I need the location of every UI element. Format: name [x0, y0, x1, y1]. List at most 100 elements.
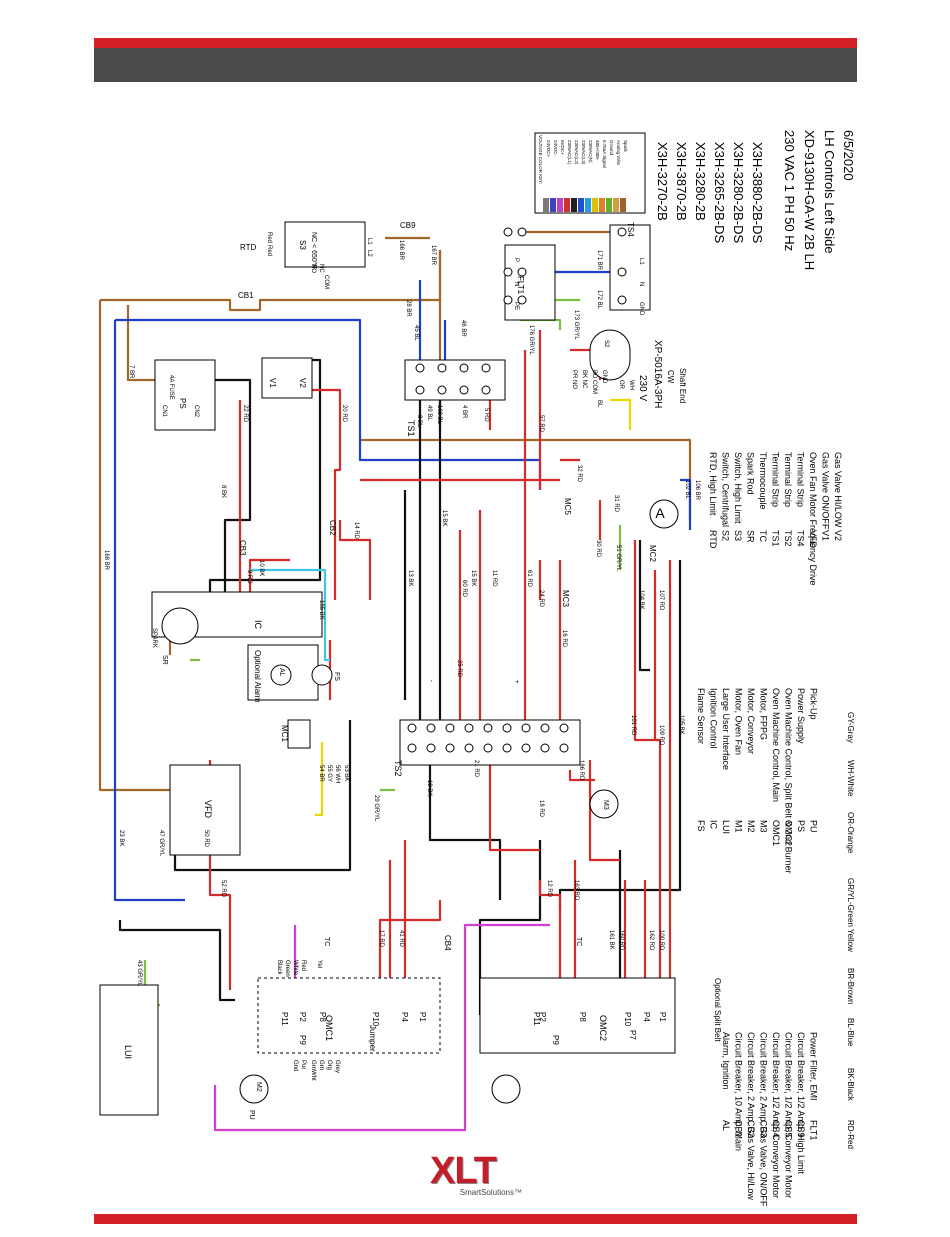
wire-label: 7 BR — [128, 365, 134, 379]
component-label: TS4 — [626, 222, 635, 237]
wire-label: GrnWht — [310, 1060, 316, 1081]
component-label: MC1 — [280, 725, 289, 742]
ts4-term — [617, 267, 627, 277]
wire-12rd — [538, 880, 562, 990]
component-label: AL — [278, 668, 285, 677]
wire-label: 54 BR — [318, 765, 324, 782]
m2b-circle — [491, 1074, 521, 1104]
wire-20rd — [300, 388, 342, 600]
wire-yellow-motor — [610, 398, 632, 430]
color-key-label: 6.75uA Signal — [602, 140, 607, 168]
component-label: PU — [248, 1110, 255, 1120]
component-boxes — [99, 132, 679, 1116]
component-label: TC — [323, 937, 330, 946]
component-label: OMC2 — [598, 1015, 608, 1041]
legend-left-code: CB4 — [771, 1120, 781, 1138]
wire-label: 52 RD — [220, 880, 226, 898]
wire-yellow-vfd — [315, 742, 324, 817]
legend-right-code: S3 — [733, 530, 743, 541]
wire-7br — [126, 360, 160, 382]
legend-left-desc: Alarm, Ignition — [721, 1032, 731, 1090]
component-label: FLT1 — [516, 276, 525, 295]
logo-sub: SmartSolutions™ — [459, 1188, 522, 1197]
key-swatch — [585, 198, 591, 212]
abbrev: GR/YL-Green Yellow — [846, 878, 855, 952]
color-key-label: Spark — [623, 140, 628, 153]
wire-blue-left — [113, 320, 185, 902]
bottom-red-bar — [94, 1214, 857, 1224]
wire-red-omc1 — [378, 900, 442, 990]
legend-mid-code: OMC2 — [784, 820, 794, 846]
title-block-line: X3H-3880-2B-DS — [750, 142, 765, 243]
ts4-term — [617, 227, 627, 237]
component-label: P9 — [298, 1035, 307, 1045]
flt1-term-r — [517, 295, 527, 305]
component-label: TS2 — [393, 760, 403, 777]
title-block-line: X3H-3270-2B — [655, 142, 670, 221]
key-swatch — [550, 198, 556, 212]
wire-label: BL — [596, 400, 602, 408]
component-label: M3 — [602, 800, 609, 810]
component-label: CB9 — [400, 221, 416, 230]
component-label: S3 — [298, 240, 307, 250]
wire-label: 5 RD — [483, 408, 489, 422]
title-block-line: XD-9130H-GA-W 2B LH — [802, 130, 817, 270]
ic-dial — [161, 607, 199, 645]
wire-label: 19 BK — [426, 780, 432, 796]
ps-box — [154, 359, 216, 431]
wire-label: 12 RD — [546, 880, 552, 898]
component-label: V2 — [298, 378, 307, 388]
wire-label: 31 RD — [613, 495, 619, 513]
wire-label: BD COM — [591, 370, 597, 394]
ts1-term — [481, 385, 491, 395]
wire-label: 160 RD — [618, 930, 624, 951]
wire-label: GND — [638, 302, 644, 316]
legend-mid-desc: Ignition Control — [709, 688, 719, 749]
legend-right-desc: Oven Fan Motor Frequency Drive — [808, 452, 818, 586]
wire-label: PE — [513, 302, 519, 310]
ts2-term — [540, 723, 550, 733]
legend-right-desc: Switch, High Limit — [733, 452, 743, 524]
wire-label: 41 RD — [398, 930, 404, 948]
wire-label: Red — [266, 245, 272, 256]
al-circle — [270, 664, 292, 686]
legend-right-code: VFD — [808, 530, 818, 549]
wire-label: 10 BK — [258, 560, 264, 576]
key-swatch — [592, 198, 598, 212]
component-label: P2 — [298, 1012, 307, 1022]
component-label: MC5 — [563, 498, 572, 515]
wire-label: 9 RD — [246, 570, 252, 584]
component-label: Shaft End — [678, 368, 687, 403]
mc1-conn-box — [287, 719, 311, 749]
wire-label: 29 GR/YL — [373, 795, 379, 822]
abbrev: RD-Red — [846, 1120, 855, 1149]
wire-label: 186 RD — [578, 760, 584, 781]
flt1-box — [504, 244, 556, 321]
wire-label: 8 BK — [220, 485, 226, 498]
amp-circle — [649, 499, 679, 529]
component-label: CW — [666, 370, 675, 384]
legend-left-desc: Circuit Breaker, 10 Amp, Main — [734, 1032, 744, 1151]
color-key-label: Ground — [609, 140, 614, 156]
component-label: P9 — [551, 1035, 560, 1045]
legend-right-code: S2 — [721, 530, 731, 541]
legend-mid-desc: Pick-Up — [809, 688, 819, 720]
flt1-term-l — [503, 295, 513, 305]
wire-label: 102 BL — [684, 480, 690, 500]
color-key-label: 230VAC(L2) — [574, 140, 579, 165]
wire-label: 22 RD — [242, 405, 248, 423]
wire-label: 100 RD — [658, 930, 664, 951]
wire-label: BK NC — [581, 370, 587, 389]
wire-label: 106 BR — [694, 480, 700, 501]
wire-label: L1 — [638, 258, 644, 265]
wire-176gryl — [520, 318, 562, 330]
title-block-line: X3H-3265-2B-DS — [712, 142, 727, 243]
ts2-term — [407, 723, 417, 733]
wire-102bl — [680, 478, 692, 530]
component-label: M2 — [255, 1082, 262, 1092]
wire-label: NC — [318, 264, 324, 273]
component-label: CN2 — [193, 405, 199, 418]
ts1-term — [459, 385, 469, 395]
component-label: P11 — [280, 1012, 289, 1026]
legend-right-desc: Gas Valve ON/OFF — [821, 452, 831, 530]
